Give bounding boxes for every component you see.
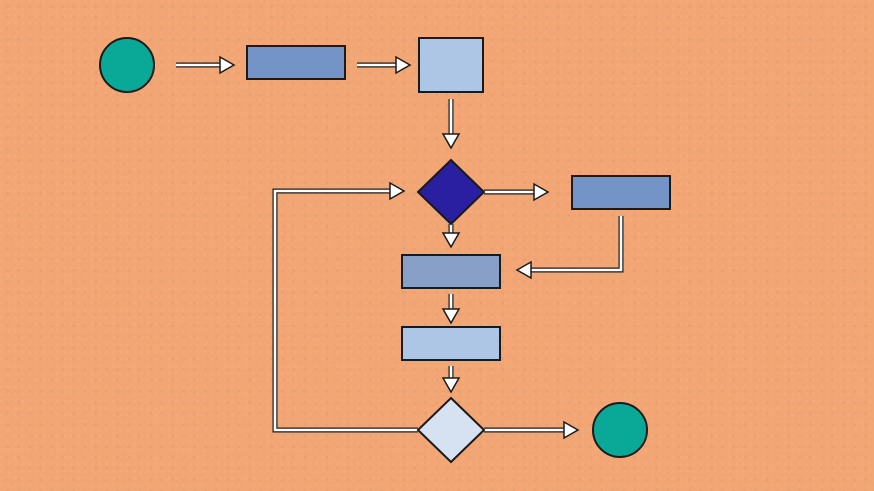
edge-step-1-step-2 [357,55,412,75]
edge-step-2-decision-1 [441,99,461,150]
edge-side-step-step-3 [515,216,624,280]
edge-decision-1-side-step-arrowhead [533,182,550,202]
node-decision-2 [416,396,486,464]
edge-step-3-step-4 [441,294,461,325]
node-step-4 [401,326,501,361]
edge-step-1-step-2-arrowhead [395,55,412,75]
node-step-3 [401,254,501,289]
edge-step-2-decision-1-arrowhead [441,133,461,150]
edge-step-4-decision-2 [441,366,461,394]
edge-decision-2-decision-1-arrowhead [389,181,406,201]
edge-decision-1-step-3-arrowhead [441,232,461,249]
edge-decision-2-decision-1 [272,181,418,433]
node-step-1 [246,45,346,80]
edge-decision-1-side-step [484,182,550,202]
edge-decision-2-end [484,420,580,440]
node-start [99,37,155,93]
edge-side-step-step-3-arrowhead [515,260,532,280]
node-end [592,402,648,458]
node-side-step [571,175,671,210]
edge-decision-2-end-arrowhead [563,420,580,440]
edge-step-3-step-4-arrowhead [441,308,461,325]
edge-decision-1-step-3 [441,224,461,249]
edge-start-step-1 [176,55,236,75]
connectors [176,55,624,440]
node-decision-1 [416,158,486,226]
edge-step-4-decision-2-arrowhead [441,377,461,394]
node-step-2 [418,37,484,93]
edge-start-step-1-arrowhead [219,55,236,75]
